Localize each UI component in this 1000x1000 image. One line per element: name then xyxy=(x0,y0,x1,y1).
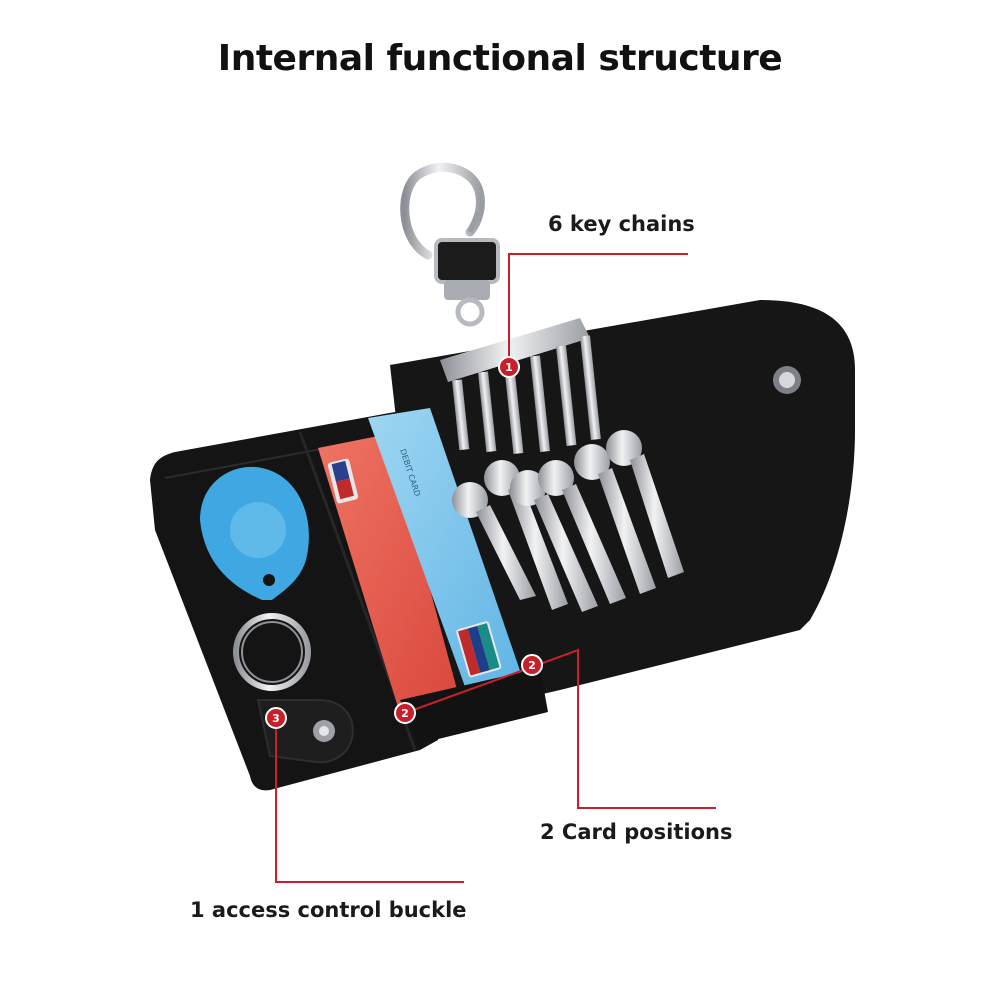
svg-text:2: 2 xyxy=(528,659,536,672)
marker-2b: 2 xyxy=(521,654,543,676)
access-tag-icon xyxy=(200,466,309,600)
callout-line-cards-2 xyxy=(531,648,716,809)
key-hook-bar xyxy=(440,318,590,382)
label-key-chains: 6 key chains xyxy=(548,212,695,236)
key-3 xyxy=(504,363,598,612)
svg-text:1: 1 xyxy=(505,361,513,374)
svg-text:2: 2 xyxy=(401,707,409,720)
marker-1: 1 xyxy=(498,356,520,378)
label-card-positions: 2 Card positions xyxy=(540,820,733,844)
keys-group xyxy=(452,335,684,612)
svg-text:3: 3 xyxy=(272,712,280,725)
snap-hook-icon xyxy=(400,162,500,327)
snap-button-icon xyxy=(773,366,801,394)
callout-lines xyxy=(275,253,716,883)
red-card xyxy=(318,434,462,720)
key-4 xyxy=(530,355,626,604)
blue-card: DEBIT CARD xyxy=(368,408,528,706)
key-ring-icon xyxy=(233,613,311,691)
key-1 xyxy=(452,379,536,600)
callout-line-cards xyxy=(404,666,533,714)
card-pocket xyxy=(400,668,548,744)
marker-3: 3 xyxy=(265,707,287,729)
callout-line-keys xyxy=(508,253,688,367)
key-5 xyxy=(556,345,656,594)
marker-2a: 2 xyxy=(394,702,416,724)
label-access-buckle: 1 access control buckle xyxy=(190,898,467,922)
page-title: Internal functional structure xyxy=(217,38,783,79)
callout-line-buckle xyxy=(275,718,464,883)
key-6 xyxy=(580,335,684,578)
